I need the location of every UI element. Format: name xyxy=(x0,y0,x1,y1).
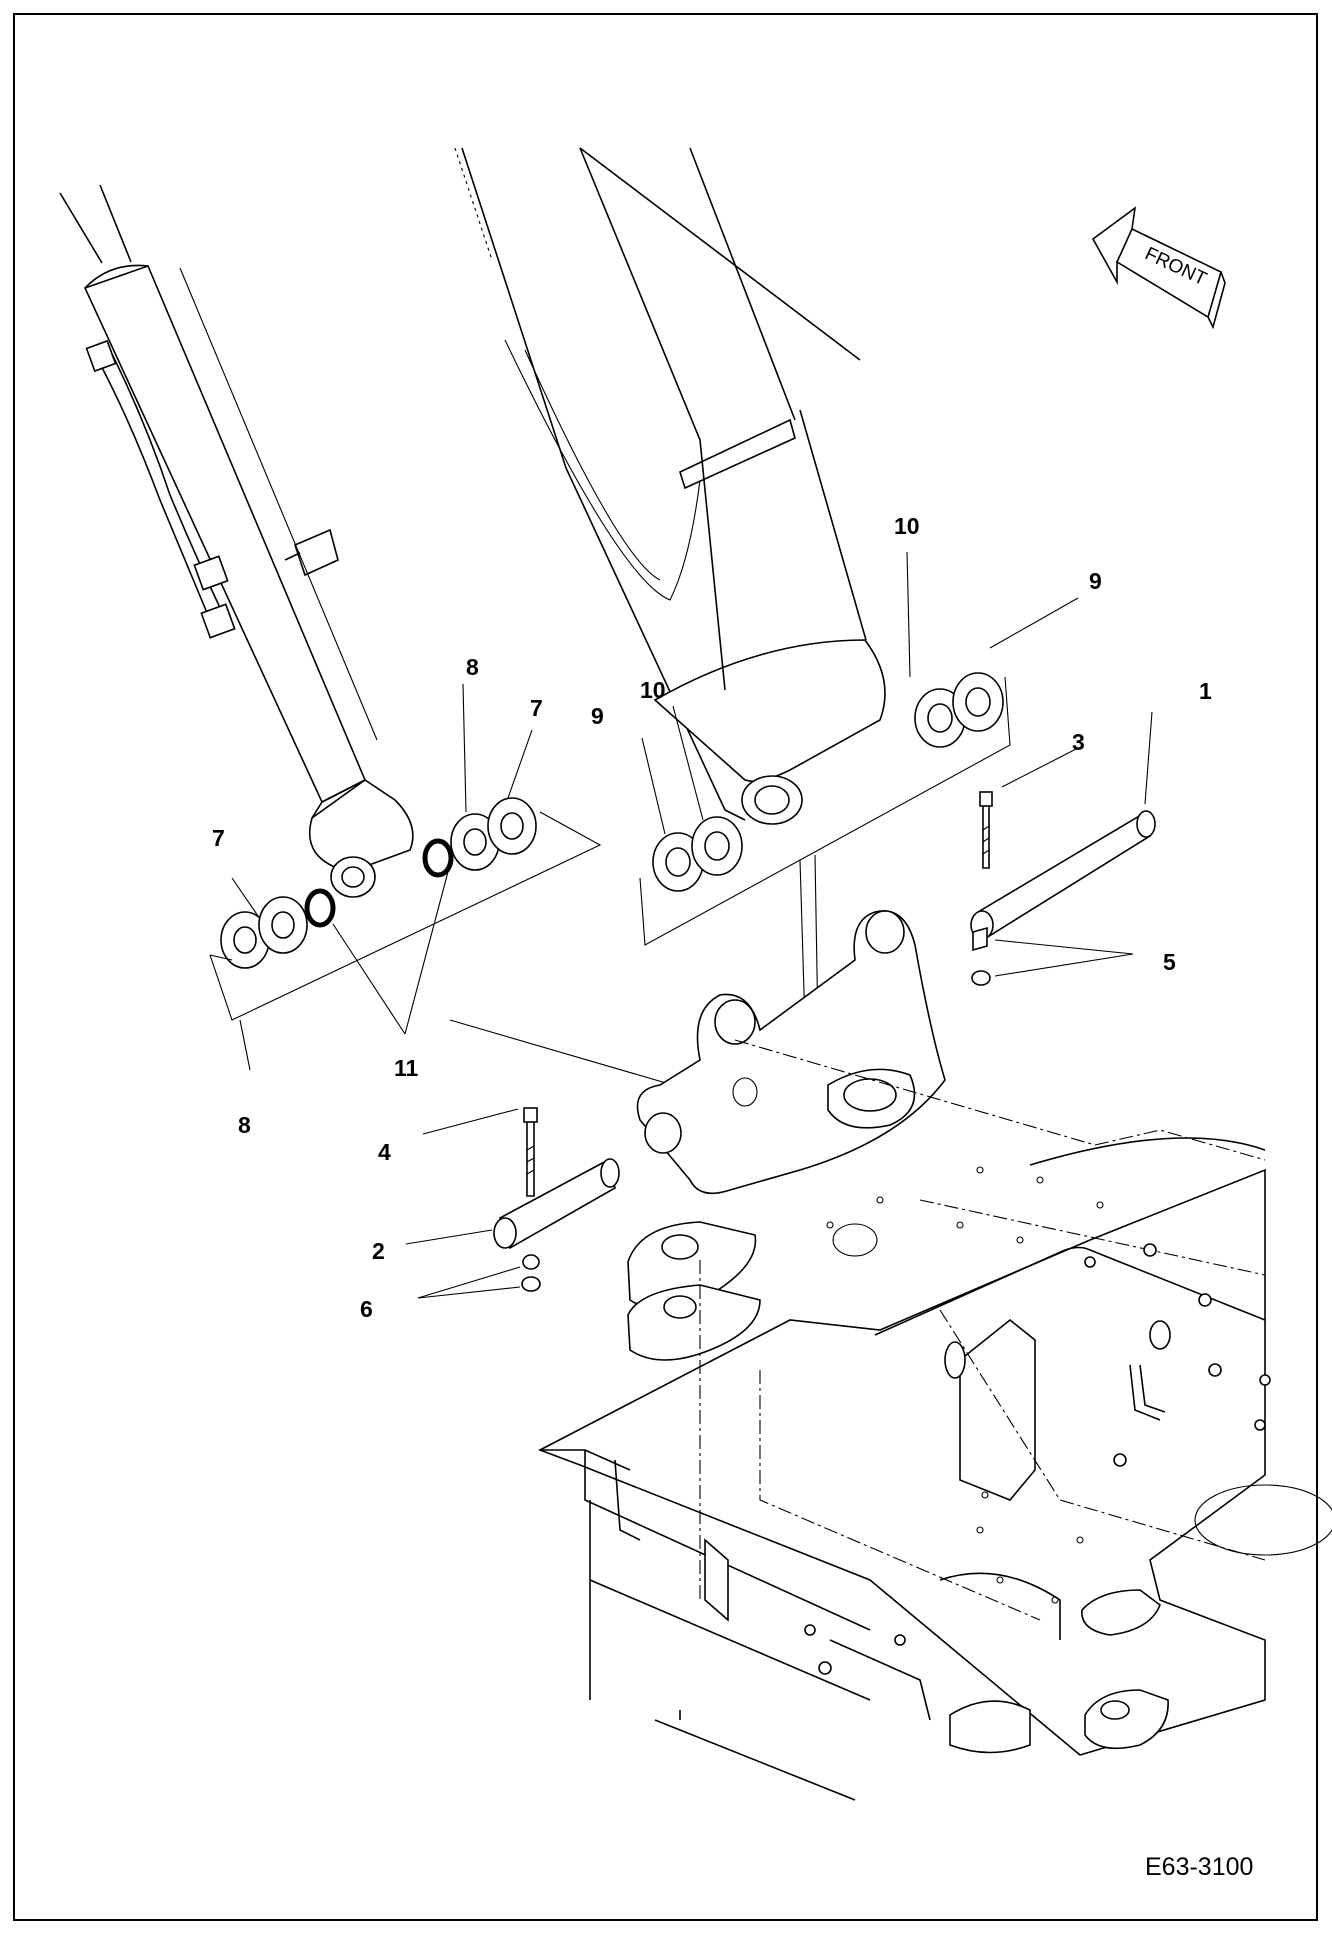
callout-6: 6 xyxy=(360,1296,373,1322)
callout-2: 2 xyxy=(372,1238,385,1264)
callout-labels: 1 2 3 4 5 6 7 7 8 8 9 9 10 10 11 xyxy=(212,513,1212,1322)
drawing-code: E63-3100 xyxy=(1145,1853,1253,1881)
callout-5: 5 xyxy=(1163,949,1176,975)
callout-1: 1 xyxy=(1199,678,1212,704)
leader-lines xyxy=(231,551,1153,1299)
bolt-4 xyxy=(523,1107,538,1197)
boom-cylinder xyxy=(59,184,414,898)
callout-7a: 7 xyxy=(212,825,225,851)
swing-bracket xyxy=(627,910,946,1361)
bolt-3 xyxy=(979,791,993,869)
upper-frame xyxy=(538,1039,1332,1801)
boom-arm xyxy=(454,147,886,825)
callout-7b: 7 xyxy=(530,695,543,721)
callout-10a: 10 xyxy=(640,677,666,703)
callout-3: 3 xyxy=(1072,729,1085,755)
nut-6 xyxy=(521,1254,541,1292)
front-arrow-icon: FRONT xyxy=(1091,206,1226,330)
washer-group-right xyxy=(449,672,1011,1091)
washer-group-left xyxy=(209,797,602,1021)
nut-5 xyxy=(971,926,991,986)
callout-9a: 9 xyxy=(591,703,604,729)
callout-4: 4 xyxy=(378,1139,391,1165)
drawing-border xyxy=(13,13,1318,1921)
pin-1 xyxy=(970,810,1156,940)
callout-9b: 9 xyxy=(1089,568,1102,594)
callout-8b: 8 xyxy=(466,654,479,680)
callout-10b: 10 xyxy=(894,513,920,539)
callout-11: 11 xyxy=(394,1055,419,1081)
callout-8a: 8 xyxy=(238,1112,251,1138)
pin-2 xyxy=(493,1158,620,1250)
